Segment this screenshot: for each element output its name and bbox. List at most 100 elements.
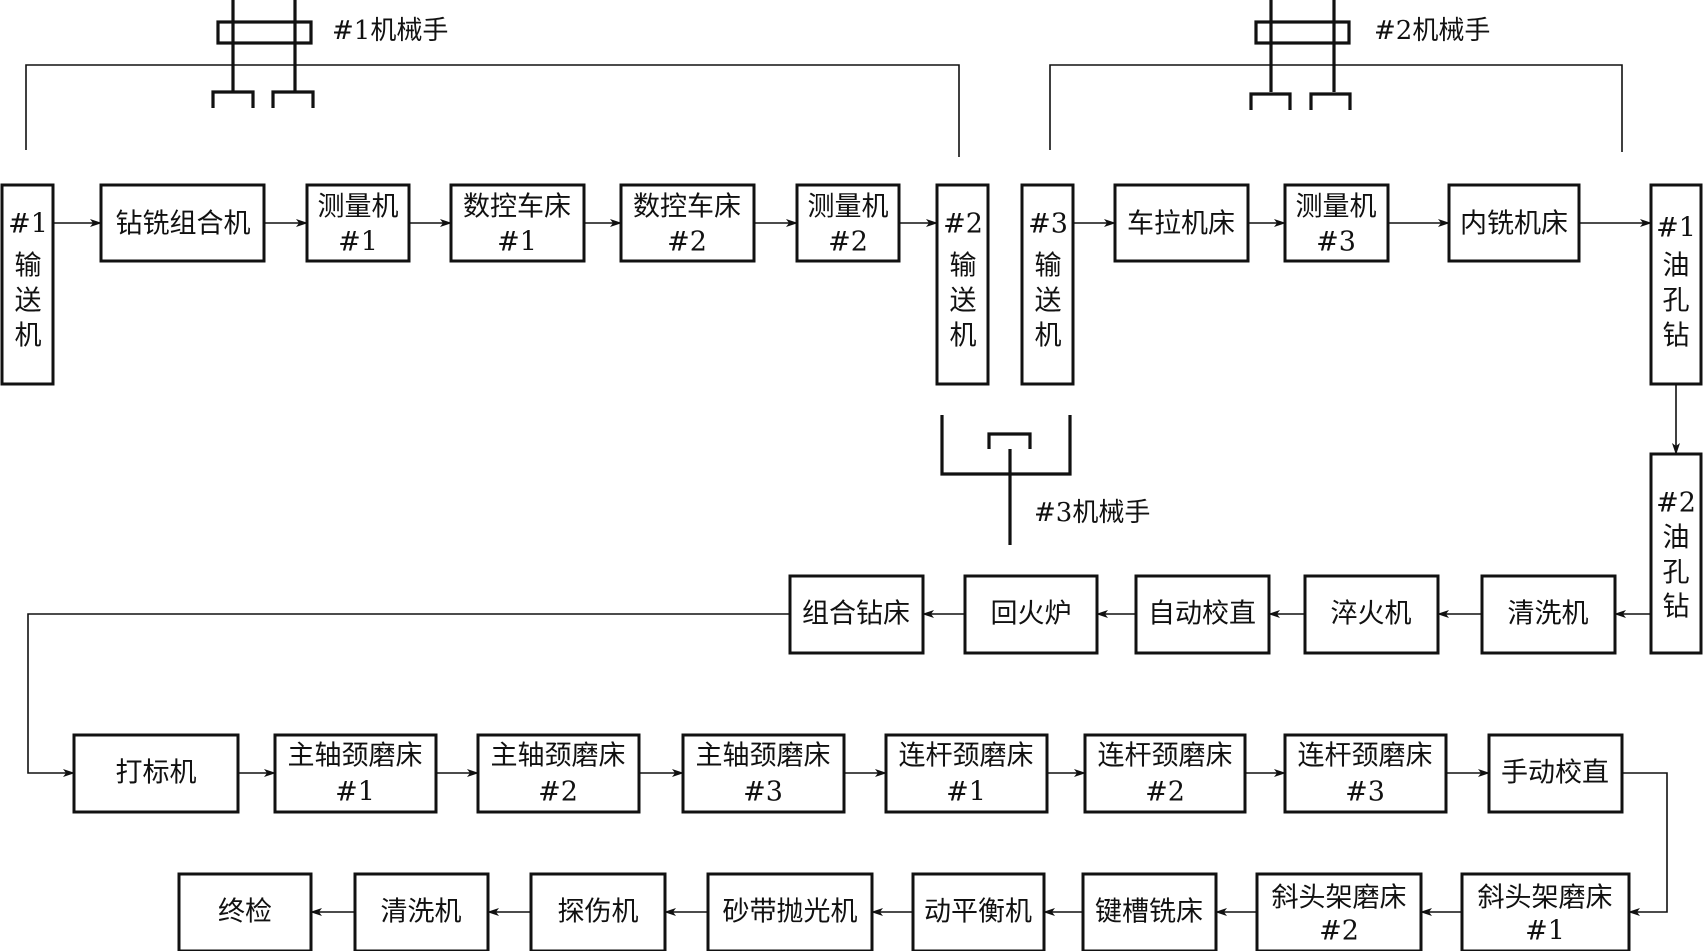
svg-text:输: 输 bbox=[15, 251, 42, 282]
oil-hole-drill-2: #2 油 孔 钻 bbox=[1649, 452, 1703, 655]
svg-text:淬火机: 淬火机 bbox=[1331, 599, 1412, 630]
svg-text:孔: 孔 bbox=[1663, 558, 1690, 589]
main-journal-grinder-3: 主轴颈磨床 #3 bbox=[681, 733, 846, 814]
svg-text:#1: #1 bbox=[338, 227, 378, 258]
svg-text:手动校直: 手动校直 bbox=[1501, 758, 1609, 789]
measuring-machine-2: 测量机 #2 bbox=[795, 183, 901, 263]
svg-text:输: 输 bbox=[950, 251, 977, 282]
manual-straightening: 手动校直 bbox=[1487, 733, 1624, 814]
svg-text:主轴颈磨床: 主轴颈磨床 bbox=[288, 741, 423, 772]
robot-3-label: #3机械手 bbox=[1034, 498, 1150, 528]
svg-text:连杆颈磨床: 连杆颈磨床 bbox=[899, 741, 1034, 772]
robot-3: #3机械手 bbox=[940, 415, 1150, 545]
svg-text:测量机: 测量机 bbox=[808, 192, 889, 223]
svg-text:清洗机: 清洗机 bbox=[381, 897, 462, 928]
svg-text:机: 机 bbox=[1035, 321, 1062, 352]
cnc-lathe-2: 数控车床 #2 bbox=[619, 183, 756, 263]
svg-text:终检: 终检 bbox=[218, 897, 272, 928]
svg-text:油: 油 bbox=[1663, 251, 1690, 282]
svg-text:#1: #1 bbox=[335, 777, 375, 808]
svg-text:探伤机: 探伤机 bbox=[558, 897, 639, 928]
conveyor-2: #2 输 送 机 bbox=[935, 183, 990, 386]
svg-text:数控车床: 数控车床 bbox=[633, 192, 741, 223]
svg-text:数控车床: 数控车床 bbox=[463, 192, 571, 223]
svg-text:主轴颈磨床: 主轴颈磨床 bbox=[491, 741, 626, 772]
conveyor-3: #3 输 送 机 bbox=[1020, 183, 1075, 386]
oil-hole-drill-1: #1 油 孔 钻 bbox=[1649, 183, 1703, 386]
svg-text:送: 送 bbox=[15, 286, 42, 317]
svg-text:自动校直: 自动校直 bbox=[1148, 599, 1256, 630]
svg-text:斜头架磨床: 斜头架磨床 bbox=[1478, 883, 1613, 914]
svg-text:主轴颈磨床: 主轴颈磨床 bbox=[696, 741, 831, 772]
robot-2-label: #2机械手 bbox=[1374, 16, 1490, 46]
rod-journal-grinder-3: 连杆颈磨床 #3 bbox=[1283, 733, 1448, 814]
svg-text:连杆颈磨床: 连杆颈磨床 bbox=[1298, 741, 1433, 772]
svg-text:#1: #1 bbox=[1656, 213, 1696, 244]
svg-text:#2: #2 bbox=[1145, 777, 1185, 808]
balancing-machine: 动平衡机 bbox=[911, 872, 1046, 951]
svg-text:钻铣组合机: 钻铣组合机 bbox=[116, 209, 251, 240]
svg-text:#3: #3 bbox=[1316, 227, 1356, 258]
svg-text:连杆颈磨床: 连杆颈磨床 bbox=[1098, 741, 1233, 772]
robot-1-label: #1机械手 bbox=[332, 16, 448, 46]
svg-text:#1: #1 bbox=[946, 777, 986, 808]
svg-text:#3: #3 bbox=[743, 777, 783, 808]
svg-text:键槽铣床: 键槽铣床 bbox=[1095, 897, 1203, 928]
svg-text:孔: 孔 bbox=[1663, 286, 1690, 317]
svg-text:回火炉: 回火炉 bbox=[991, 599, 1072, 630]
combined-drilling-machine: 组合钻床 bbox=[788, 574, 925, 655]
quenching-machine: 淬火机 bbox=[1303, 574, 1440, 655]
final-inspection: 终检 bbox=[177, 872, 313, 951]
measuring-machine-3: 测量机 #3 bbox=[1283, 183, 1390, 263]
svg-text:#2: #2 bbox=[1319, 916, 1359, 947]
svg-text:砂带抛光机: 砂带抛光机 bbox=[723, 897, 858, 928]
flaw-detector: 探伤机 bbox=[529, 872, 667, 951]
main-journal-grinder-2: 主轴颈磨床 #2 bbox=[476, 733, 641, 814]
keyway-milling-machine: 键槽铣床 bbox=[1081, 872, 1218, 951]
robot-2-track bbox=[1049, 64, 1623, 152]
svg-text:打标机: 打标机 bbox=[116, 758, 197, 789]
svg-text:组合钻床: 组合钻床 bbox=[802, 599, 910, 630]
tempering-furnace: 回火炉 bbox=[963, 574, 1099, 655]
measuring-machine-1: 测量机 #1 bbox=[305, 183, 411, 263]
rod-journal-grinder-1: 连杆颈磨床 #1 bbox=[884, 733, 1049, 814]
svg-text:油: 油 bbox=[1663, 523, 1690, 554]
svg-text:#3: #3 bbox=[1345, 777, 1385, 808]
svg-text:送: 送 bbox=[1035, 286, 1062, 317]
svg-text:#2: #2 bbox=[828, 227, 868, 258]
svg-text:#2: #2 bbox=[943, 209, 983, 240]
svg-text:#2: #2 bbox=[1656, 488, 1696, 519]
conveyor-1: #1 输 送 机 bbox=[0, 183, 55, 386]
cnc-lathe-1: 数控车床 #1 bbox=[449, 183, 586, 263]
svg-text:#2: #2 bbox=[667, 227, 707, 258]
broaching-lathe: 车拉机床 bbox=[1113, 183, 1250, 263]
svg-text:动平衡机: 动平衡机 bbox=[924, 897, 1032, 928]
robot-1: #1机械手 bbox=[211, 0, 448, 108]
arrow bbox=[27, 613, 790, 777]
svg-text:#2: #2 bbox=[538, 777, 578, 808]
washing-machine-2: 清洗机 bbox=[353, 872, 490, 951]
svg-text:钻: 钻 bbox=[1663, 592, 1690, 623]
svg-text:#1: #1 bbox=[1525, 916, 1565, 947]
svg-text:内铣机床: 内铣机床 bbox=[1460, 209, 1568, 240]
svg-text:机: 机 bbox=[950, 321, 977, 352]
marking-machine: 打标机 bbox=[72, 733, 240, 814]
svg-text:输: 输 bbox=[1035, 251, 1062, 282]
svg-text:车拉机床: 车拉机床 bbox=[1127, 209, 1235, 240]
svg-text:测量机: 测量机 bbox=[1296, 192, 1377, 223]
svg-text:测量机: 测量机 bbox=[318, 192, 399, 223]
washing-machine-1: 清洗机 bbox=[1480, 574, 1617, 655]
rod-journal-grinder-2: 连杆颈磨床 #2 bbox=[1083, 733, 1247, 814]
svg-text:机: 机 bbox=[15, 321, 42, 352]
angled-head-grinder-1: 斜头架磨床 #1 bbox=[1460, 872, 1631, 951]
belt-polishing-machine: 砂带抛光机 bbox=[706, 872, 874, 951]
arrow bbox=[1622, 772, 1668, 916]
svg-text:送: 送 bbox=[950, 286, 977, 317]
robot-1-track bbox=[25, 64, 960, 157]
main-journal-grinder-1: 主轴颈磨床 #1 bbox=[273, 733, 438, 814]
drill-mill-combo: 钻铣组合机 bbox=[99, 183, 266, 263]
svg-text:钻: 钻 bbox=[1663, 321, 1690, 352]
svg-text:斜头架磨床: 斜头架磨床 bbox=[1272, 883, 1407, 914]
svg-text:#1: #1 bbox=[497, 227, 537, 258]
